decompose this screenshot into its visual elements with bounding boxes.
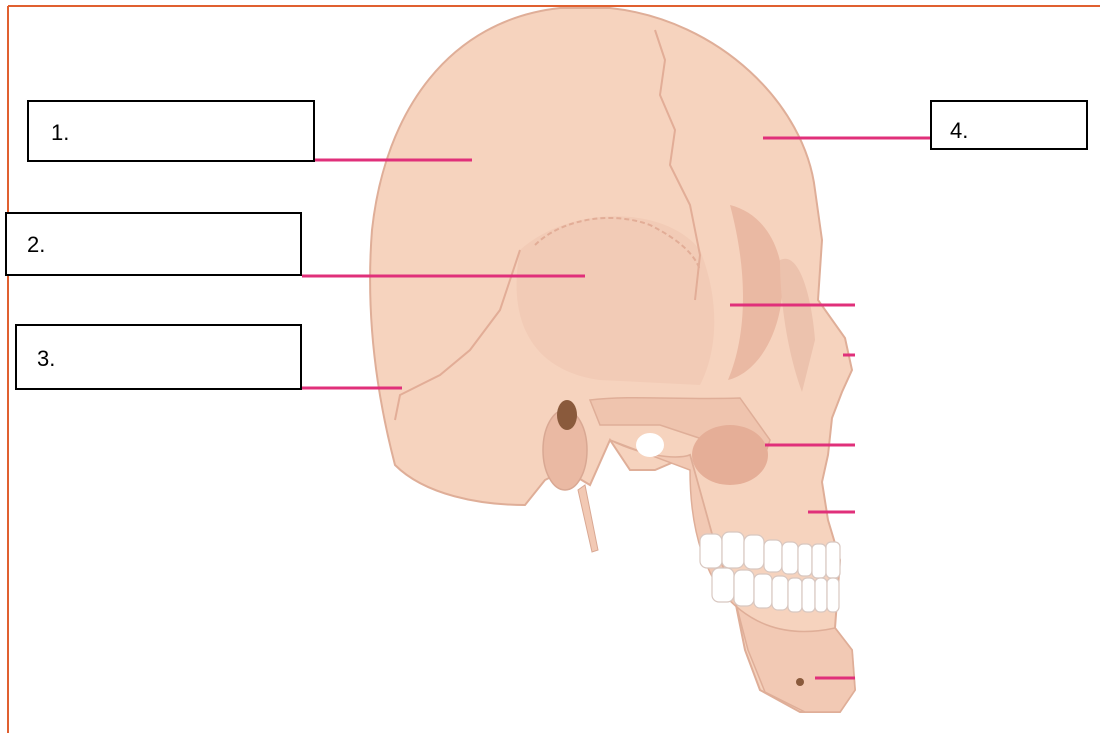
upper-tooth — [764, 540, 782, 572]
upper-tooth — [700, 534, 722, 568]
lower-tooth — [827, 578, 839, 612]
label-box-2[interactable]: 2. — [5, 212, 302, 276]
lower-tooth — [712, 568, 734, 602]
styloid-process — [578, 485, 598, 552]
label-number-1: 1. — [51, 120, 69, 146]
lower-tooth — [788, 578, 802, 612]
mental-foramen — [796, 678, 804, 686]
lower-tooth — [802, 578, 815, 612]
upper-tooth — [722, 532, 744, 568]
upper-tooth — [782, 542, 798, 574]
lower-tooth — [772, 576, 788, 610]
condyle-notch — [636, 433, 664, 457]
upper-tooth — [744, 535, 764, 569]
label-number-2: 2. — [27, 232, 45, 258]
upper-tooth — [798, 544, 812, 576]
ear-canal — [557, 400, 577, 430]
label-number-4: 4. — [950, 118, 968, 144]
cheek-shadow — [692, 425, 768, 485]
label-number-3: 3. — [37, 346, 55, 372]
label-box-4[interactable]: 4. — [930, 100, 1088, 150]
lower-tooth — [815, 578, 827, 612]
upper-tooth — [826, 542, 840, 578]
label-box-3[interactable]: 3. — [15, 324, 302, 390]
lower-tooth — [734, 570, 754, 606]
label-box-1[interactable]: 1. — [27, 100, 315, 162]
lower-tooth — [754, 574, 772, 608]
upper-tooth — [812, 544, 826, 578]
